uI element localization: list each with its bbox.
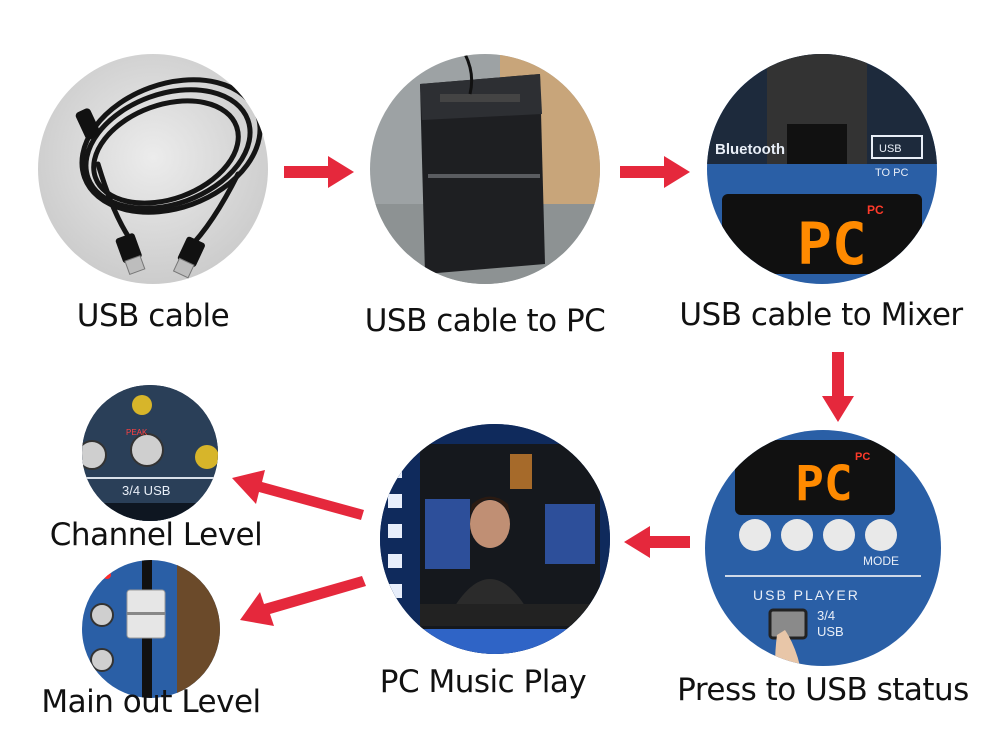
down-arrow-icon — [822, 352, 854, 422]
usb-cable-photo — [38, 54, 268, 284]
caption-usb-to-pc: USB cable to PC — [365, 303, 606, 339]
svg-text:USB PLAYER: USB PLAYER — [753, 587, 860, 603]
right-arrow-icon — [620, 156, 690, 188]
upper-left-arrow-icon — [232, 468, 364, 524]
left-arrow-icon — [624, 526, 690, 558]
caption-usb-cable: USB cable — [77, 298, 229, 334]
right-arrow-icon — [284, 156, 354, 188]
led-display-text: PC — [797, 210, 867, 278]
caption-pc-music-play: PC Music Play — [380, 664, 586, 700]
caption-channel-level: Channel Level — [50, 517, 262, 553]
usb-player-panel-photo: PC PC MODE USB PLAYER 3/4 USB — [705, 430, 941, 666]
svg-text:USB: USB — [879, 143, 902, 155]
channel-knob-photo: PEAK 3/4 USB — [82, 385, 218, 521]
main-fader-photo — [82, 560, 220, 698]
lower-left-arrow-icon — [240, 574, 366, 630]
pc-tower-photo — [370, 54, 600, 284]
svg-text:3/4 USB: 3/4 USB — [122, 483, 170, 498]
svg-text:PEAK: PEAK — [126, 428, 148, 437]
svg-text:PC: PC — [855, 451, 870, 463]
bluetooth-label: Bluetooth — [715, 141, 785, 158]
svg-text:TO PC: TO PC — [875, 167, 908, 179]
caption-usb-to-mixer: USB cable to Mixer — [679, 297, 962, 333]
caption-press-usb-status: Press to USB status — [677, 672, 969, 708]
svg-text:3/4: 3/4 — [817, 608, 835, 623]
svg-text:PC: PC — [867, 203, 884, 217]
caption-main-out-level: Main out Level — [41, 684, 260, 720]
svg-text:USB: USB — [817, 624, 844, 639]
svg-text:MODE: MODE — [863, 554, 899, 568]
svg-text:PC: PC — [795, 456, 853, 512]
pc-screen-photo — [380, 424, 610, 654]
mixer-usb-port-photo: Bluetooth USB TO PC PC PC — [707, 54, 937, 284]
